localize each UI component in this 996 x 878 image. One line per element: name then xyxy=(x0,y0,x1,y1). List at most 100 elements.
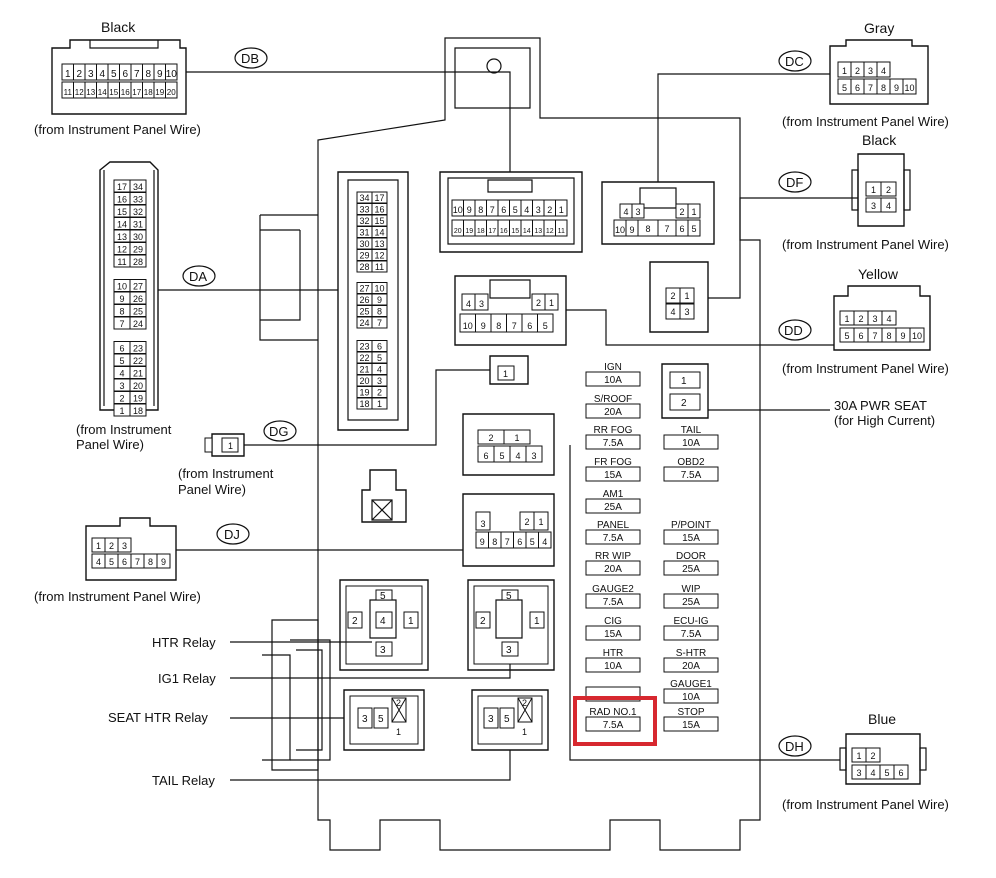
fuse-amp: 7.5A xyxy=(681,470,702,481)
center-pin: 7 xyxy=(371,316,388,329)
db-block-pin-label: 7 xyxy=(490,205,495,215)
da-pin: 24 xyxy=(129,316,147,330)
db-pin-label: 10 xyxy=(166,69,178,80)
fuse-name: DOOR xyxy=(676,551,706,562)
center-pin: 30 xyxy=(356,237,373,250)
dd-pin: 10 xyxy=(909,327,925,343)
dd-pin: 4 xyxy=(881,310,897,326)
db-pin-label: 17 xyxy=(132,88,141,97)
dc-block-pin-label: 4 xyxy=(623,207,628,217)
dc-pin: 2 xyxy=(850,61,865,78)
da-pin: 3 xyxy=(113,378,131,392)
dc-pin: 5 xyxy=(837,78,852,95)
dd-block-pin-label: 4 xyxy=(466,299,471,309)
df-pin-label: 1 xyxy=(871,185,876,195)
dh-pin: 3 xyxy=(851,764,867,780)
db-pin: 7 xyxy=(130,63,143,81)
da-pin-label: 30 xyxy=(133,232,143,242)
db-block-pin-label: 6 xyxy=(501,205,506,215)
db-pin-label: 14 xyxy=(98,88,107,97)
dc-block-pin: 9 xyxy=(625,219,639,237)
dc-block-pin: 7 xyxy=(657,219,677,237)
center-pin: 24 xyxy=(356,316,373,329)
dd-block-pin-label: 3 xyxy=(479,299,484,309)
tail-relay-label: TAIL Relay xyxy=(152,773,215,788)
dj-pin: 2 xyxy=(104,537,119,553)
center-pin-label: 15 xyxy=(374,216,384,226)
fuse-name: FR FOG xyxy=(594,457,632,468)
dj-block-pin: 9 xyxy=(475,531,489,549)
pwr-seat-label: 30A PWR SEAT xyxy=(834,398,927,413)
fuse-name: CIG xyxy=(604,616,622,627)
pwr-seat-sublabel: (for High Current) xyxy=(834,413,935,428)
fuse-name: RR WIP xyxy=(595,551,631,562)
dd-pin-label: 5 xyxy=(844,331,849,341)
fuse: RAD NO.17.5A xyxy=(585,707,641,732)
dh-block-pin-label: 3 xyxy=(531,451,536,461)
dj-pin-label: 6 xyxy=(122,557,127,567)
fuse-name: OBD2 xyxy=(677,457,705,468)
da-pin: 16 xyxy=(113,192,131,205)
db-block-pin-label: 4 xyxy=(524,205,529,215)
dd-block-pin: 8 xyxy=(490,313,507,333)
fuse-amp: 10A xyxy=(604,661,622,672)
dc-pin: 9 xyxy=(889,78,904,95)
dd-block-pin: 3 xyxy=(474,293,489,311)
dd-block-pin-label: 1 xyxy=(549,298,554,308)
da-pin-label: 28 xyxy=(133,257,143,267)
dj-pin: 7 xyxy=(130,553,145,569)
da-pin: 23 xyxy=(129,341,147,354)
center-pin-label: 12 xyxy=(374,251,384,261)
da-pin: 20 xyxy=(129,378,147,392)
db-block-pin-label: 17 xyxy=(488,228,496,235)
da-pin: 22 xyxy=(129,353,147,367)
da-pin: 4 xyxy=(113,366,131,379)
db-block-pin: 1 xyxy=(555,199,568,217)
db-block-pin: 4 xyxy=(520,199,533,217)
df-block-pin: 2 xyxy=(665,287,681,304)
fuse-amp: 7.5A xyxy=(603,438,624,449)
center-pin: 5 xyxy=(371,351,388,364)
dc-pin-label: 8 xyxy=(881,83,886,93)
dc-note: (from Instrument Panel Wire) xyxy=(782,114,949,129)
dj-pin-label: 8 xyxy=(148,557,153,567)
dc-pin-label: 10 xyxy=(904,83,914,93)
dh-block-pin: 2 xyxy=(477,429,505,445)
dj-block-pin-label: 7 xyxy=(505,537,510,547)
da-tag: DA xyxy=(189,269,207,284)
da-pin-label: 25 xyxy=(133,307,143,317)
terminal-block xyxy=(361,469,407,523)
da-pin: 12 xyxy=(113,242,131,255)
db-block-pin: 6 xyxy=(497,199,510,217)
center-pin: 13 xyxy=(371,237,388,250)
center-pin-label: 27 xyxy=(359,284,369,294)
da-pin-label: 33 xyxy=(133,195,143,205)
da-pin-label: 13 xyxy=(117,232,127,242)
center-pin-label: 28 xyxy=(359,262,369,272)
db-pin: 10 xyxy=(165,63,178,81)
db-pin-label: 2 xyxy=(76,69,82,80)
da-pin-label: 27 xyxy=(133,282,143,292)
dc-block-pin-label: 8 xyxy=(645,224,650,234)
db-pin: 6 xyxy=(119,63,132,81)
center-pin: 11 xyxy=(371,260,388,273)
da-pin: 29 xyxy=(129,242,147,255)
dc-pin: 10 xyxy=(902,78,917,95)
ig1-relay-pin: 5 xyxy=(506,591,512,602)
dc-pin: 3 xyxy=(863,61,878,78)
db-block-pin: 13 xyxy=(532,219,545,237)
db-block-pin: 16 xyxy=(497,219,510,237)
df-block-pin-label: 1 xyxy=(684,291,689,301)
center-pin: 33 xyxy=(356,203,373,215)
dh-pin-label: 4 xyxy=(870,768,875,778)
tail-relay-pin: 3 xyxy=(488,714,494,725)
da-pin: 14 xyxy=(113,217,131,230)
ig1-relay: 5 2 1 3 IG1 Relay xyxy=(158,579,555,686)
